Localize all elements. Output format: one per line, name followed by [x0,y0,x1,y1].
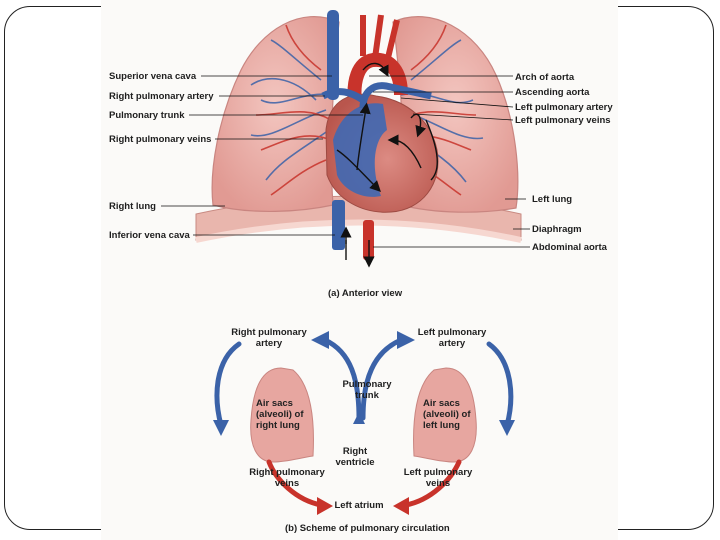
label-ascending-aorta: Ascending aorta [515,87,590,98]
label-scheme-right-pulmonary-veins: Right pulmonary veins [249,467,325,489]
caption-anterior-view: (a) Anterior view [328,288,403,299]
label-arch-of-aorta: Arch of aorta [515,72,575,83]
label-right-pulmonary-artery: Right pulmonary artery [109,91,214,102]
label-pulmonary-trunk: Pulmonary trunk [109,110,185,121]
right-lung-scheme-shape [250,367,314,463]
arrow-head-right-lung [213,420,229,436]
label-left-pulmonary-artery: Left pulmonary artery [515,102,613,113]
arrow-head-left-lung [499,420,515,436]
arrow-head-right-pulmonary-veins [317,497,333,515]
label-left-pulmonary-veins: Left pulmonary veins [515,115,611,126]
caption-pulmonary-scheme: (b) Scheme of pulmonary circulation [285,523,450,534]
label-scheme-left-pulmonary-artery: Left pulmonary artery [417,327,487,349]
label-abdominal-aorta: Abdominal aorta [532,242,607,253]
pulmonary-circulation-figure: Superior vena cava Right pulmonary arter… [101,0,618,540]
label-air-sacs-right: Air sacs (alveoli) of right lung [256,398,304,431]
pulmonary-scheme-illustration [213,331,515,515]
label-inferior-vena-cava: Inferior vena cava [109,230,190,241]
label-left-lung: Left lung [532,194,573,205]
label-left-atrium: Left atrium [334,500,384,511]
label-scheme-right-pulmonary-artery: Right pulmonary artery [231,327,307,349]
label-right-lung: Right lung [109,201,156,212]
anterior-view-illustration [161,10,530,268]
label-air-sacs-left: Air sacs (alveoli) of left lung [423,398,471,431]
label-scheme-left-pulmonary-veins: Left pulmonary veins [403,467,473,489]
aortic-arch-shape [347,52,408,112]
superior-vena-cava-shape [327,10,339,100]
arrow-head-left-pulmonary-artery [397,331,415,349]
arrow-head-left-pulmonary-veins [393,497,409,515]
label-right-ventricle: Right ventricle [335,446,375,468]
label-diaphragm: Diaphragm [532,224,582,235]
label-scheme-pulmonary-trunk: Pulmonary trunk [342,379,392,401]
arrow-head-right-pulmonary-artery [311,331,329,349]
inferior-vena-cava-shape [332,200,345,250]
label-right-pulmonary-veins: Right pulmonary veins [109,134,212,145]
label-superior-vena-cava: Superior vena cava [109,71,197,82]
figure-illustration [161,10,530,515]
left-lung-scheme-shape [413,367,477,463]
